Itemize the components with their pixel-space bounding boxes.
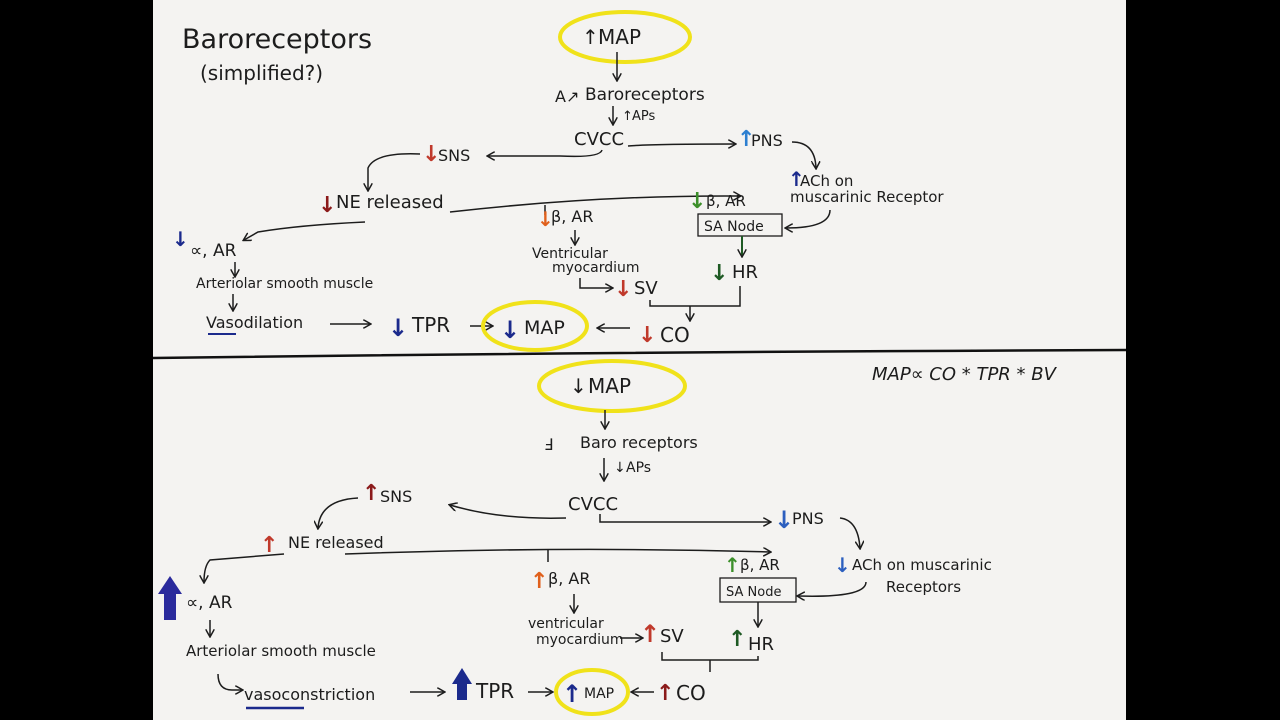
- up-arrow-icon: ↑: [562, 680, 582, 708]
- arteriolar-label: Arteriolar smooth muscle: [196, 276, 373, 292]
- up-arrow-icon: ↑: [622, 109, 633, 124]
- down-arrow-icon: ↓: [774, 506, 794, 534]
- arteriolar-label: Arteriolar smooth muscle: [186, 642, 376, 660]
- sns-label: SNS: [380, 487, 412, 506]
- vasodilation-label: Vasodilation: [206, 313, 303, 332]
- ach-label-2: Receptors: [886, 578, 961, 596]
- cvcc-label: CVCC: [574, 129, 624, 150]
- hr-label: HR: [732, 262, 758, 283]
- ventricular-label-2: myocardium: [552, 260, 640, 276]
- up-arrow-icon: ↑: [724, 553, 741, 577]
- aps-label: APs: [632, 109, 656, 124]
- up-arrow-icon: ↑: [530, 569, 548, 594]
- ventricular-label-1: ventricular: [528, 616, 604, 632]
- down-arrow-icon: ↓: [422, 142, 440, 167]
- sa-node-label: SA Node: [726, 585, 781, 600]
- up-arrow-icon: [158, 576, 182, 620]
- down-arrow-icon: ↓: [688, 189, 706, 214]
- sv-label: SV: [660, 626, 684, 647]
- down-arrow-icon: ↓: [638, 323, 656, 348]
- formula-label: MAP∝ CO * TPR * BV: [872, 364, 1058, 385]
- up-arrow-icon: ↑: [728, 627, 746, 652]
- co-label: CO: [676, 681, 706, 705]
- down-arrow-icon: ↓: [710, 261, 728, 286]
- up-arrow-icon: ↑: [640, 620, 660, 648]
- title: Baroreceptors: [182, 24, 372, 55]
- down-arrow-icon: ↓: [834, 553, 851, 577]
- down-arrow-icon: ↓: [172, 227, 189, 251]
- map-result-label: MAP: [524, 317, 565, 339]
- highlight-ring: [537, 359, 687, 413]
- map-label: MAP: [588, 374, 631, 398]
- bottom-section: ↓ MAP Ⅎ Baro receptors ↓ APs CVCC ↑ SNS …: [158, 359, 992, 716]
- baroreceptors-label: Baroreceptors: [585, 85, 705, 105]
- up-arrow-icon: ↑: [656, 681, 674, 706]
- ventricular-label-2: myocardium: [536, 632, 624, 648]
- tpr-label: TPR: [411, 313, 450, 337]
- sns-label: SNS: [438, 146, 470, 165]
- ach-label-2: muscarinic Receptor: [790, 188, 944, 206]
- down-arrow-icon: ↓: [388, 314, 408, 342]
- hr-label: HR: [748, 634, 774, 655]
- down-arrow-icon: ↓: [614, 277, 632, 302]
- up-arrow-icon: ↑: [260, 533, 278, 558]
- pns-label: PNS: [751, 131, 783, 150]
- down-arrow-icon: ↓: [318, 193, 336, 218]
- paper-sheet: [153, 0, 1126, 720]
- map-label: MAP: [598, 25, 641, 49]
- down-arrow-icon: ↓: [614, 460, 626, 476]
- ach-label-1: ACh on muscarinic: [852, 556, 992, 574]
- highlight-ring: [554, 668, 630, 716]
- beta-sa-label: β, AR: [740, 556, 780, 574]
- down-arrow-icon: ↓: [537, 207, 554, 231]
- alpha-ar-label: ∝, AR: [186, 593, 233, 613]
- ach-label-1: ACh on: [800, 172, 853, 190]
- cvcc-label: CVCC: [568, 494, 618, 515]
- ne-label: NE released: [288, 533, 384, 552]
- ventricular-label-1: Ventricular: [532, 246, 608, 262]
- up-arrow-icon: ↑: [362, 481, 380, 506]
- up-arrow-icon: [452, 668, 472, 700]
- sv-label: SV: [634, 278, 658, 299]
- up-arrow-icon: A↗: [555, 87, 579, 106]
- alpha-ar-label: ∝, AR: [190, 241, 237, 261]
- subtitle: (simplified?): [200, 61, 323, 85]
- tpr-label: TPR: [475, 679, 514, 703]
- beta-v-label: β, AR: [548, 569, 590, 588]
- up-arrow-icon: ↑: [737, 127, 755, 152]
- vasoconstriction-label: vasoconstriction: [244, 685, 375, 704]
- co-label: CO: [660, 323, 690, 347]
- section-divider: [152, 348, 1127, 360]
- baroreceptors-label: Baro receptors: [580, 433, 698, 452]
- highlight-ring: [558, 10, 692, 64]
- beta-v-label: β, AR: [551, 207, 593, 226]
- pns-label: PNS: [792, 509, 824, 528]
- down-arrow-icon: Ⅎ: [544, 435, 553, 454]
- top-section: ↑ MAP A↗ Baroreceptors ↑ APs CVCC ↓ SNS …: [172, 10, 944, 352]
- highlight-ring: [481, 300, 589, 352]
- down-arrow-icon: ↓: [500, 316, 520, 344]
- down-arrow-icon: ↓: [570, 374, 587, 398]
- up-arrow-icon: ↑: [788, 167, 805, 191]
- sa-node-label: SA Node: [704, 219, 764, 235]
- ne-label: NE released: [336, 192, 444, 213]
- sa-node-box: [697, 213, 783, 237]
- up-arrow-icon: ↑: [582, 25, 599, 49]
- map-result-label: MAP: [584, 686, 614, 702]
- beta-sa-label: β, AR: [706, 192, 746, 210]
- aps-label: APs: [626, 460, 651, 476]
